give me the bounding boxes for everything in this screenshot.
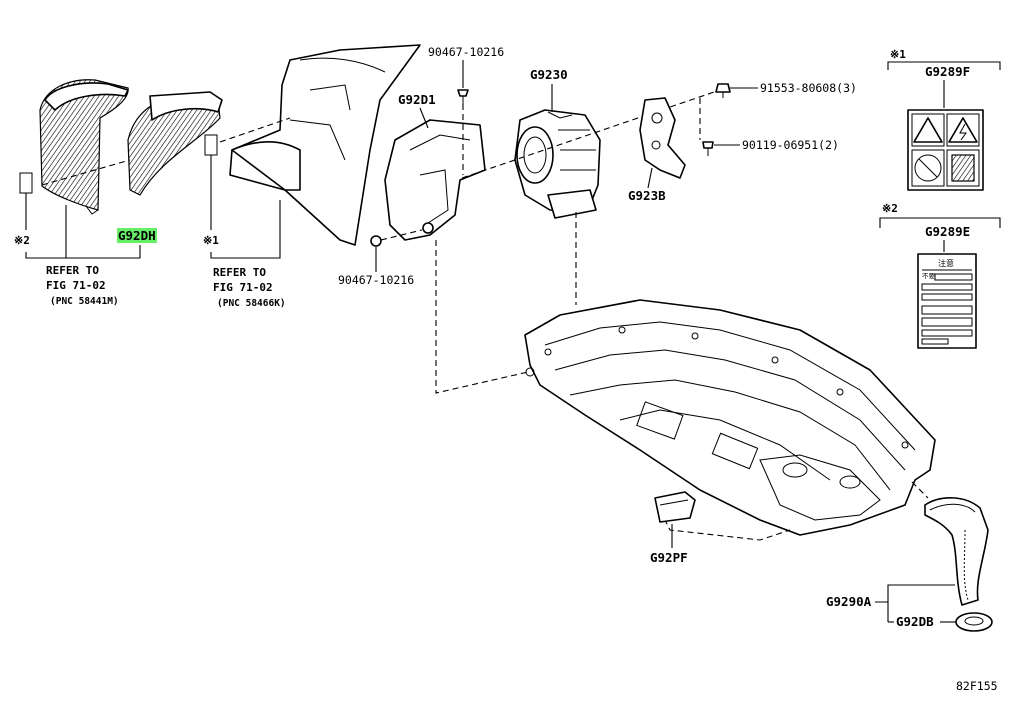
label-g92d1[interactable]: G92D1 — [398, 92, 436, 107]
label-g92dh[interactable]: G92DH — [118, 228, 156, 243]
prohibit-icon — [914, 154, 942, 182]
clip-bottom — [370, 235, 382, 247]
caution-label-sticker: 注意 不要 — [917, 253, 977, 349]
g92d1-leader — [419, 107, 429, 129]
g92db-gasket — [955, 612, 993, 632]
clip-top — [457, 89, 469, 104]
label-bolt-91553[interactable]: 91553-80608(3) — [760, 81, 857, 95]
warning-label-sticker — [907, 109, 984, 191]
bolt-91553 — [715, 83, 731, 98]
hose-dash — [911, 481, 929, 499]
manual-icon — [951, 154, 975, 182]
figure-code: 82F155 — [956, 679, 998, 693]
note-f-mark: ※1 — [890, 48, 906, 61]
electric-hazard-icon — [948, 117, 978, 143]
label-screw-90119[interactable]: 90119-06951(2) — [742, 138, 839, 152]
note-mid-mark: ※1 — [203, 234, 219, 247]
label-g9230[interactable]: G9230 — [530, 67, 568, 82]
middle-duct-assembly — [219, 44, 421, 246]
warning-triangle-icon — [913, 117, 943, 143]
g9290a-leader — [875, 584, 955, 603]
screw-90119 — [702, 141, 714, 156]
note-left-mark: ※2 — [14, 234, 30, 247]
g923b-leader — [647, 167, 653, 189]
refer-left-line3: (PNC 58441M) — [50, 296, 119, 307]
fan-bolt-dash — [461, 89, 721, 179]
g9290a-hose — [924, 497, 989, 606]
clip-bottom-dash — [380, 229, 423, 241]
label-g9289e[interactable]: G9289E — [925, 224, 970, 239]
left-duct-assembly — [39, 79, 223, 215]
duct-to-tray-dash — [435, 240, 529, 394]
refer-left-line2: FIG 71-02 — [46, 279, 106, 292]
middle-duct-pad — [204, 134, 218, 156]
caution-title: 注意 — [938, 258, 954, 268]
refer-left-line1: REFER TO — [46, 264, 99, 277]
g9289e-bracket — [879, 217, 1001, 228]
g92dh-highlight — [117, 228, 157, 243]
refer-mid-line2: FIG 71-02 — [213, 281, 273, 294]
label-g923b[interactable]: G923B — [628, 188, 666, 203]
mid-refer-bracket — [210, 200, 281, 259]
label-g9289f[interactable]: G9289F — [925, 64, 970, 79]
g923b-bracket — [639, 97, 686, 179]
g9289f-bracket — [887, 61, 1001, 70]
refer-mid-line1: REFER TO — [213, 266, 266, 279]
left-refer-bracket — [25, 245, 141, 259]
note-e-mark: ※2 — [882, 202, 898, 215]
label-clip-bottom[interactable]: 90467-10216 — [338, 273, 414, 287]
refer-mid-line3: (PNC 58466K) — [217, 298, 286, 309]
label-clip-top[interactable]: 90467-10216 — [428, 45, 504, 59]
g9230-blower-fan — [514, 109, 601, 219]
g92pf-bracket — [654, 491, 696, 523]
left-duct-pad — [19, 172, 33, 194]
caution-line: 不要 — [922, 272, 936, 280]
label-g92db[interactable]: G92DB — [896, 614, 934, 629]
label-g92pf[interactable]: G92PF — [650, 550, 688, 565]
g92d1-duct — [384, 119, 486, 241]
battery-tray — [524, 299, 936, 536]
label-g9290a[interactable]: G9290A — [826, 594, 872, 609]
